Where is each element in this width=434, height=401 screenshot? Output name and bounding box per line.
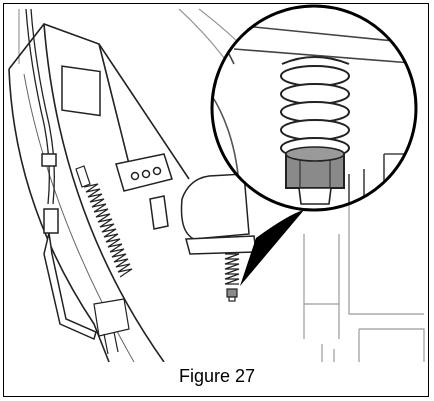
zoom-detail [210, 4, 418, 212]
bearing-housing [180, 173, 257, 255]
bracket [41, 153, 97, 341]
small-spring [224, 253, 240, 302]
figure-frame: Figure 27 [3, 3, 429, 397]
housing-panel [8, 23, 190, 362]
callout-wedge [240, 210, 304, 286]
connector-block [115, 153, 173, 230]
figure-caption: Figure 27 [178, 366, 256, 386]
display-window [61, 65, 101, 117]
machine-illustration [8, 4, 425, 362]
long-spring [75, 165, 133, 355]
cable [25, 8, 55, 205]
